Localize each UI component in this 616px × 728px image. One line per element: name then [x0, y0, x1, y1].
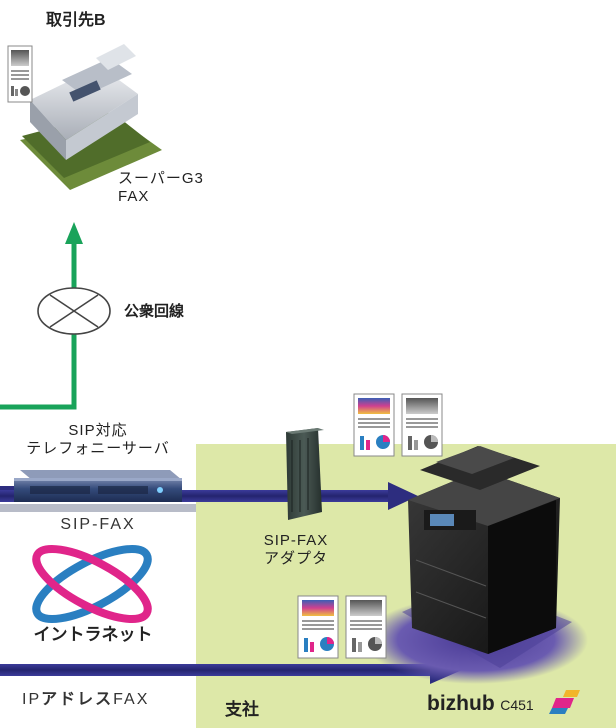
ip-fax-prefix: IP: [22, 691, 42, 708]
fax-device-line2: FAX: [118, 188, 150, 205]
sip-server-line1: SIP対応: [68, 422, 128, 439]
product-logo: bizhub C451: [427, 693, 534, 716]
fax-document-icon: [7, 45, 33, 103]
fax-device-line1: スーパーG3: [118, 170, 204, 187]
partner-label: 取引先B: [46, 12, 106, 29]
sip-adapter-label: SIP-FAX アダプタ: [236, 532, 356, 568]
sip-band: [0, 504, 196, 512]
mfp-device: [408, 446, 560, 654]
intranet-label: イントラネット: [33, 625, 153, 644]
fax-device-label: スーパーG3 FAX: [118, 170, 204, 206]
bizhub-color-mark: [549, 690, 580, 714]
sip-adapter-line1: SIP-FAX: [263, 532, 329, 549]
green-arrow-head: [65, 222, 83, 244]
product-model: C451: [500, 697, 534, 713]
sip-adapter-line2: アダプタ: [263, 550, 328, 567]
fax-machine: [20, 44, 162, 190]
sip-server-line2: テレフォニーサーバ: [26, 440, 170, 457]
intranet-logo: [32, 545, 152, 623]
branch-label: 支社: [225, 700, 259, 719]
mfp-document-icons-top: [353, 393, 443, 457]
public-line-symbol: [37, 287, 111, 335]
sip-fax-label: SIP-FAX: [60, 516, 136, 533]
sip-adapter-device: [286, 428, 324, 520]
sip-server-device: [14, 470, 182, 502]
ip-fax-label: IPアドレスFAX: [22, 691, 149, 709]
mfp-document-icons-bottom: [297, 595, 387, 659]
public-line-label: 公衆回線: [124, 303, 185, 320]
ip-fax-suffix: FAX: [113, 691, 150, 708]
sip-server-label: SIP対応 テレフォニーサーバ: [0, 422, 196, 458]
product-brand: bizhub: [427, 692, 495, 715]
ip-fax-bold: アドレス: [41, 691, 114, 708]
